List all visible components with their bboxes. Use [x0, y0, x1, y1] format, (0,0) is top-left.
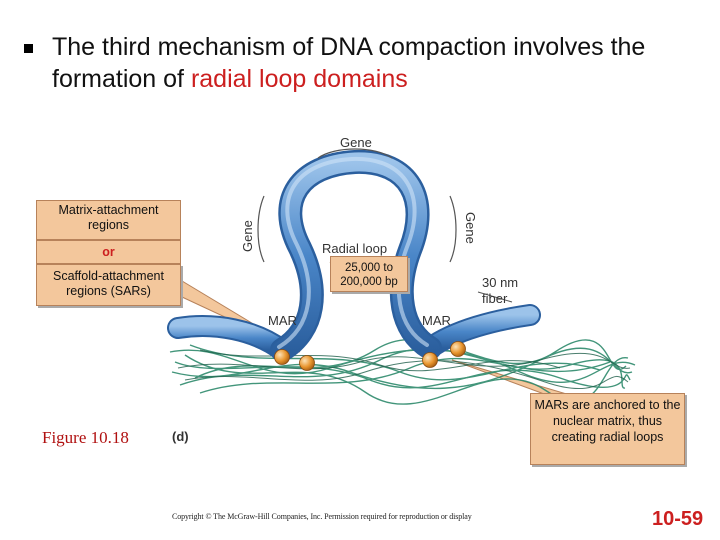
callout-mars-anchored: MARs are anchored to the nuclear matrix,…	[530, 393, 685, 465]
title-text: The third mechanism of DNA compaction in…	[52, 33, 646, 93]
gene-label-top: Gene	[340, 135, 372, 150]
fiber-word-label: fiber	[482, 291, 508, 306]
callout-matrix-text: Matrix-attachment regions	[58, 203, 159, 232]
radial-loop-label: Radial loop	[322, 241, 387, 256]
figure-label: Figure 10.18	[42, 428, 129, 447]
gene-arc-top	[317, 148, 393, 159]
callout-or: or	[36, 240, 181, 264]
mar-anchor-2	[299, 355, 315, 371]
title-highlight: radial loop domains	[190, 65, 408, 93]
fiber-size-label: 30 nm	[482, 275, 518, 290]
mar-anchor-3	[422, 352, 438, 368]
mar-label-right: MAR	[422, 313, 451, 328]
fiber-pointer-line	[477, 291, 513, 303]
copyright-notice: Copyright © The McGraw-Hill Companies, I…	[172, 512, 472, 521]
callout-loop-size: 25,000 to 200,000 bp	[330, 256, 408, 292]
mar-anchor-4	[450, 341, 466, 357]
callout-matrix-attachment: Matrix-attachment regions	[36, 200, 181, 240]
callout-or-text: or	[102, 245, 115, 259]
gene-label-right: Gene	[463, 212, 478, 244]
gene-arc-right	[449, 195, 457, 263]
gene-label-left: Gene	[240, 220, 255, 252]
gene-arc-left	[257, 195, 265, 263]
callout-mars-text: MARs are anchored to the nuclear matrix,…	[534, 398, 681, 444]
panel-letter: (d)	[172, 429, 189, 444]
bullet-square	[24, 44, 33, 53]
callout-scaffold-text: Scaffold-attachment regions (SARs)	[53, 269, 164, 298]
slide-number: 10-59	[652, 508, 704, 530]
mar-label-left: MAR	[268, 313, 297, 328]
callout-loop-size-text: 25,000 to 200,000 bp	[340, 262, 398, 288]
slide-title: The third mechanism of DNA compaction in…	[52, 31, 712, 95]
callout-scaffold-attachment: Scaffold-attachment regions (SARs)	[36, 264, 181, 306]
mar-anchor-1	[274, 349, 290, 365]
